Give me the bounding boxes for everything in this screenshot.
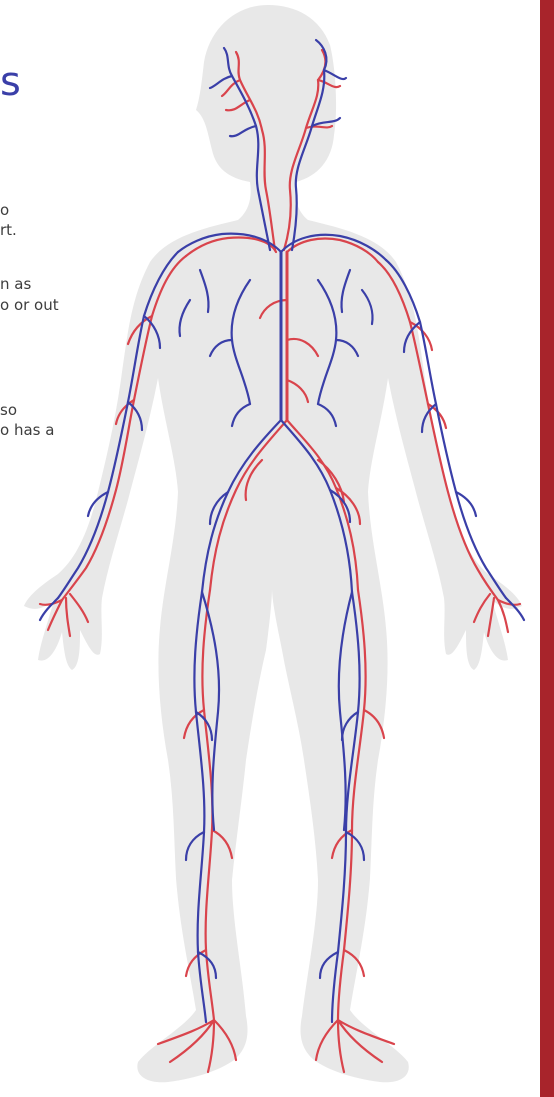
circulatory-system-diagram (0, 0, 540, 1097)
side-panel (540, 0, 554, 1097)
